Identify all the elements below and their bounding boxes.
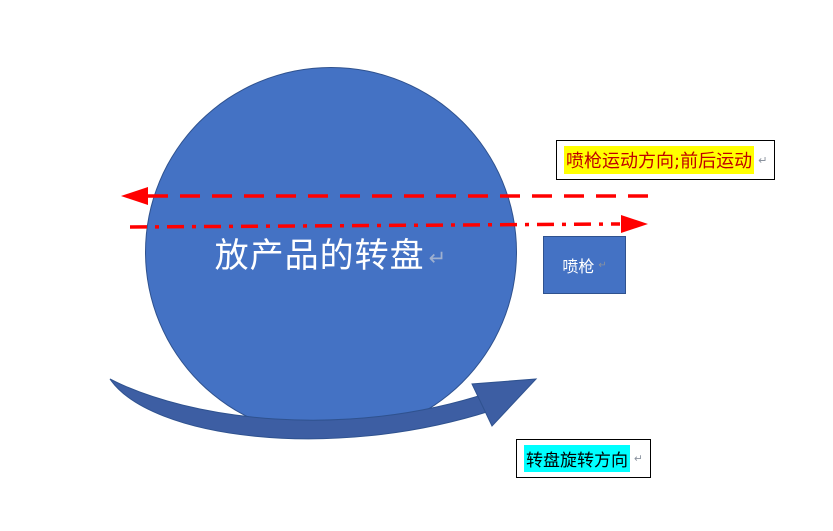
gun-motion-caption-text: 喷枪运动方向;前后运动 <box>564 146 755 174</box>
turntable-label: 放产品的转盘↵ <box>215 228 448 277</box>
left-arrowhead-icon <box>121 187 148 205</box>
rotation-caption-text: 转盘旋转方向 <box>524 445 630 472</box>
rotation-arrow-body <box>109 378 491 440</box>
gun-motion-caption-box[interactable]: 喷枪运动方向;前后运动↵ <box>556 140 776 180</box>
rotation-caption-box[interactable]: 转盘旋转方向 ↵ <box>516 439 651 478</box>
gun-motion-dashdot-arrow-right[interactable] <box>129 215 648 233</box>
spray-gun-label: 喷枪 <box>562 257 595 276</box>
turntable-label-text: 放产品的转盘 <box>214 235 425 276</box>
return-mark-icon: ↵ <box>634 452 643 465</box>
right-arrowhead-icon <box>621 215 648 233</box>
return-mark-icon: ↵ <box>428 244 448 270</box>
turntable-circle[interactable]: 放产品的转盘↵ <box>145 67 517 437</box>
spray-gun-box[interactable]: 喷枪↵ <box>543 236 626 294</box>
rotation-arrowhead-icon <box>471 378 538 427</box>
rotation-curved-arrow[interactable] <box>109 378 538 440</box>
return-mark-icon: ↵ <box>758 153 768 167</box>
return-mark-icon: ↵ <box>598 259 607 271</box>
dash-dot-line <box>129 222 621 229</box>
gun-motion-dashed-arrow-left[interactable] <box>121 187 648 205</box>
